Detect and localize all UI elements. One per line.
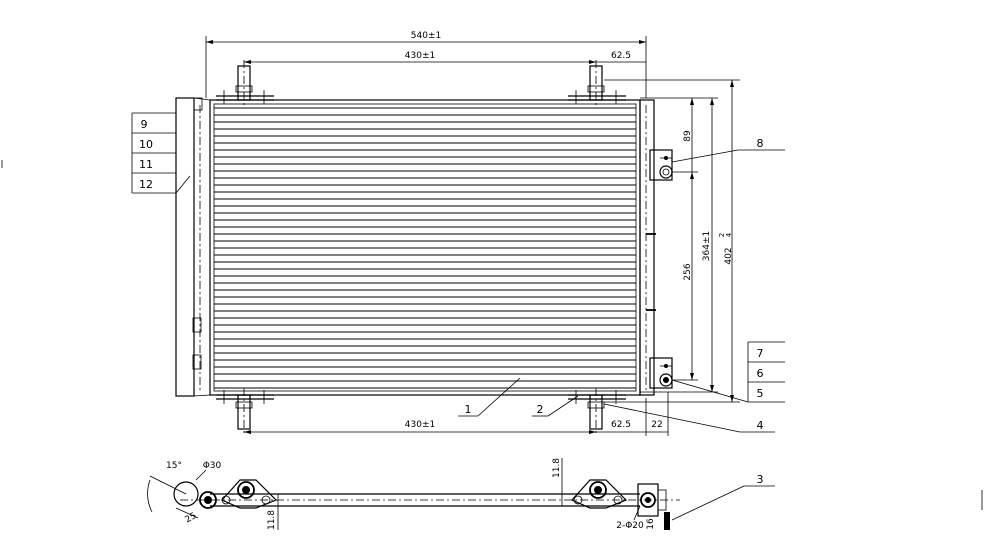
right-table-item: 7 bbox=[757, 347, 764, 360]
bottom-thickness-mid-label: 11.8 bbox=[552, 458, 562, 478]
bracket-span-top-label: 430±1 bbox=[405, 51, 435, 61]
callout-2: 2 bbox=[532, 395, 579, 417]
bottom-thickness-left-label: 11.8 bbox=[267, 510, 277, 530]
side-offset-label: 22 bbox=[651, 420, 662, 430]
left-part-table: 9 10 11 12 bbox=[131, 112, 191, 194]
left-header-tank bbox=[175, 97, 211, 397]
condenser-core bbox=[209, 99, 641, 396]
callout-4: 4 bbox=[603, 403, 775, 433]
bracket-offset-top-label: 62.5 bbox=[611, 51, 631, 61]
bracket-span-bottom-label: 430±1 bbox=[405, 420, 435, 430]
dim-bracket-span-bottom: 430±1 62.5 22 bbox=[244, 392, 669, 436]
height-ports-label: 256 bbox=[683, 263, 693, 280]
dim-height-ports: 256 89 bbox=[672, 98, 698, 381]
top-right-bracket bbox=[568, 60, 626, 106]
right-header-tank bbox=[639, 99, 656, 396]
port-thickness-label: 16 bbox=[646, 518, 656, 530]
right-table-item: 6 bbox=[757, 367, 764, 380]
dim-height-outer: 402 2 4 bbox=[604, 79, 740, 403]
bracket-offset-bottom-label: 62.5 bbox=[611, 420, 631, 430]
port-top-offset-label: 89 bbox=[683, 130, 693, 142]
dim-bracket-span-top: 430±1 62.5 bbox=[244, 51, 646, 64]
callout-3: 3 bbox=[671, 473, 775, 521]
left-table-item: 9 bbox=[141, 118, 148, 131]
right-part-table: 7 6 5 bbox=[671, 341, 785, 403]
height-outer-label: 402 bbox=[724, 247, 734, 264]
upper-port bbox=[649, 149, 673, 181]
overall-width-label: 540±1 bbox=[411, 31, 441, 41]
inlet-pipe-circle bbox=[173, 481, 199, 507]
left-table-item: 11 bbox=[139, 158, 153, 171]
callout-1: 1 bbox=[458, 377, 521, 417]
svg-text:1: 1 bbox=[465, 403, 472, 416]
bottom-left-bracket bbox=[216, 388, 274, 434]
hole-diameter-label: Φ30 bbox=[203, 461, 222, 471]
svg-text:3: 3 bbox=[757, 473, 764, 486]
height-outer-tol-lower: 4 bbox=[725, 232, 733, 237]
height-inner-label: 364±1 bbox=[702, 231, 712, 261]
right-table-item: 5 bbox=[757, 387, 764, 400]
hole-offset-label: 25 bbox=[184, 511, 199, 525]
left-table-item: 10 bbox=[139, 138, 153, 151]
left-table-item: 12 bbox=[139, 178, 153, 191]
top-left-bracket bbox=[216, 60, 274, 106]
svg-text:4: 4 bbox=[757, 419, 764, 432]
condenser-fins bbox=[214, 107, 636, 389]
svg-text:8: 8 bbox=[757, 137, 764, 150]
lower-port bbox=[649, 357, 673, 389]
mount-holes-label: 2-Φ20 bbox=[616, 521, 644, 531]
edge-marks bbox=[1, 160, 983, 510]
callout-8: 8 bbox=[671, 137, 785, 163]
dim-overall-width: 540±1 bbox=[205, 31, 647, 98]
dim-height-inner: 364±1 bbox=[640, 97, 718, 393]
height-outer-tol-upper: 2 bbox=[718, 233, 726, 237]
bottom-view: 15° Φ30 25 11.8 11.8 2-Φ20 16 bbox=[147, 458, 680, 531]
angle-label: 15° bbox=[166, 461, 182, 471]
svg-text:2: 2 bbox=[537, 403, 544, 416]
